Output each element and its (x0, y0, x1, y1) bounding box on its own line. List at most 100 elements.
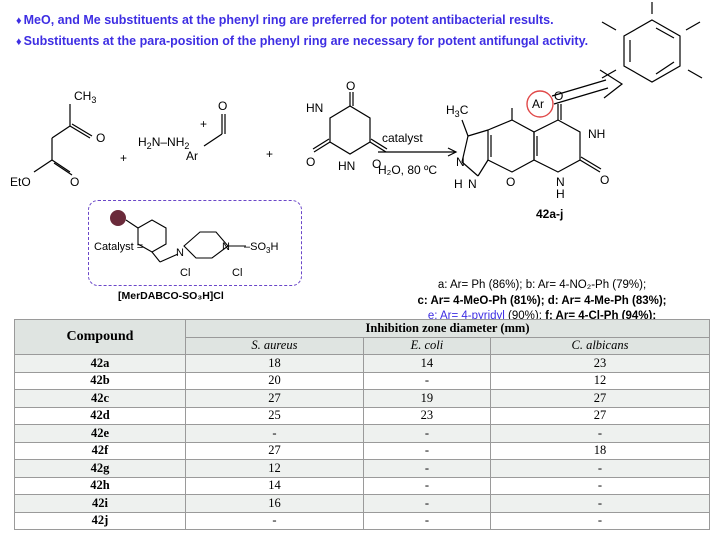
catalyst-structure: Catalyst = N N –SO3H Cl Cl (94, 210, 278, 279)
legend-line: a: Ar= Ph (86%); b: Ar= 4-NO₂-Ph (79%); (382, 278, 702, 294)
value-cell: - (489, 459, 711, 478)
compound-cell: 42c (14, 389, 186, 408)
compound-header: Compound (14, 319, 186, 355)
barbituric-o-top: O (346, 79, 355, 93)
catalyst-so3h-label: –SO3H (244, 241, 278, 255)
value-cell: - (362, 371, 491, 390)
compound-cell: 42j (14, 511, 186, 530)
table-row: 42j--- (14, 511, 711, 530)
value-cell: 23 (362, 406, 491, 425)
plus-sign-3: + (266, 147, 273, 161)
catalyst-n1-label: N (176, 247, 184, 259)
compound-cell: 42i (14, 494, 186, 513)
inhibition-table: Compound Inhibition zone diameter (mm) S… (14, 319, 711, 530)
value-cell: 12 (489, 371, 711, 390)
value-cell: - (362, 511, 491, 530)
value-cell: - (362, 476, 491, 495)
catalyst-n2-label: N (222, 241, 230, 253)
value-cell: - (489, 476, 711, 495)
catalyst-prefix: Catalyst = (94, 241, 143, 253)
value-cell: 25 (185, 406, 364, 425)
legend-segment: f: Ar= 4-Cl-Ph (94%); (545, 310, 657, 322)
value-cell: - (362, 424, 491, 443)
value-cell: 19 (362, 389, 491, 408)
product-pyran-o-label: O (506, 175, 515, 189)
diamond-bullet-icon: ♦ (16, 36, 22, 48)
legend-segment: (90%); (504, 310, 546, 322)
value-cell: 12 (185, 459, 364, 478)
catalyst-cl1-label: Cl (180, 267, 190, 279)
eto-label: EtO (10, 175, 31, 189)
value-cell: - (362, 494, 491, 513)
barbituric-hn-bottom: HN (338, 159, 355, 173)
product-h-bottom-label: H (556, 187, 565, 201)
note-antifungal: ♦Substituents at the para-position of th… (16, 34, 589, 48)
ethyl-acetoacetate-structure (33, 104, 93, 176)
product-o-top-label: O (554, 89, 563, 103)
hydrazine-label: H2N–NH2 (138, 135, 189, 151)
value-cell: 18 (185, 354, 364, 373)
product-o-right-label: O (600, 173, 609, 187)
value-cell: 16 (185, 494, 364, 513)
reaction-scheme: CH3 O EtO O + H2N–NH2 + O Ar + O HN O HN… (10, 2, 703, 279)
product-h-label: H (454, 177, 463, 191)
value-cell: - (489, 511, 711, 530)
ar-highlight-circle-icon (526, 90, 554, 118)
conditions-label: H₂O, 80 ºC (378, 163, 437, 177)
product-nh-bottom-label: N (556, 175, 565, 189)
legend-segment: a: Ar= Ph (86%); b: Ar= 4-NO₂-Ph (79%); (437, 279, 647, 291)
organism-header: C. albicans (489, 336, 711, 355)
carbonyl-o-label: O (96, 131, 105, 145)
ch3-label: CH3 (74, 89, 96, 105)
value-cell: 27 (489, 406, 711, 425)
table-row: 42e--- (14, 424, 711, 443)
compound-cell: 42f (14, 441, 186, 460)
compound-cell: 42d (14, 406, 186, 425)
compound-cell: 42b (14, 371, 186, 390)
barbituric-o-right: O (372, 157, 381, 171)
value-cell: - (185, 511, 364, 530)
compound-cell: 42e (14, 424, 186, 443)
aldehyde-ar-label: Ar (186, 149, 198, 163)
organism-header: S. aureus (185, 336, 364, 355)
diamond-bullet-icon: ♦ (16, 15, 22, 27)
legend-line: c: Ar= 4-MeO-Ph (81%); d: Ar= 4-Me-Ph (8… (382, 294, 702, 310)
value-cell: 27 (489, 389, 711, 408)
product-structure (461, 104, 602, 177)
aldehyde-structure (203, 114, 226, 147)
product-hn-label: N (468, 177, 477, 191)
value-cell: 27 (185, 441, 364, 460)
inhibition-group-header: Inhibition zone diameter (mm) (185, 319, 710, 338)
aldehyde-o-label: O (218, 99, 227, 113)
value-cell: 14 (362, 354, 491, 373)
hollow-arrow-icon (551, 69, 624, 105)
note-antibacterial: ♦MeO, and Me substituents at the phenyl … (16, 13, 554, 27)
legend-line: e: Ar= 4-pyridyl (90%); f: Ar= 4-Cl-Ph (… (382, 309, 702, 325)
resin-bead-icon (110, 210, 126, 226)
benzene-ring-icon (601, 2, 703, 83)
value-cell: - (489, 424, 711, 443)
product-n-label: N (456, 155, 465, 169)
value-cell: - (489, 494, 711, 513)
plus-sign-1: + (120, 151, 127, 165)
sar-notes: ♦MeO, and Me substituents at the phenyl … (16, 10, 626, 52)
catalyst-arrow-label: catalyst (382, 131, 423, 145)
product-ch3-label: H3C (446, 103, 469, 119)
reaction-arrow (378, 147, 458, 157)
value-cell: 20 (185, 371, 364, 390)
barbituric-o-left: O (306, 155, 315, 169)
legend-segment: c: Ar= 4-MeO-Ph (81%); d: Ar= 4-Me-Ph (8… (417, 294, 667, 307)
value-cell: 18 (489, 441, 711, 460)
compound-cell: 42a (14, 354, 186, 373)
ester-o-label: O (70, 175, 79, 189)
compound-cell: 42h (14, 476, 186, 495)
product-nh-label: NH (588, 127, 605, 141)
legend-segment: e: Ar= 4-pyridyl (427, 310, 505, 322)
barbituric-hn-top: HN (306, 101, 323, 115)
